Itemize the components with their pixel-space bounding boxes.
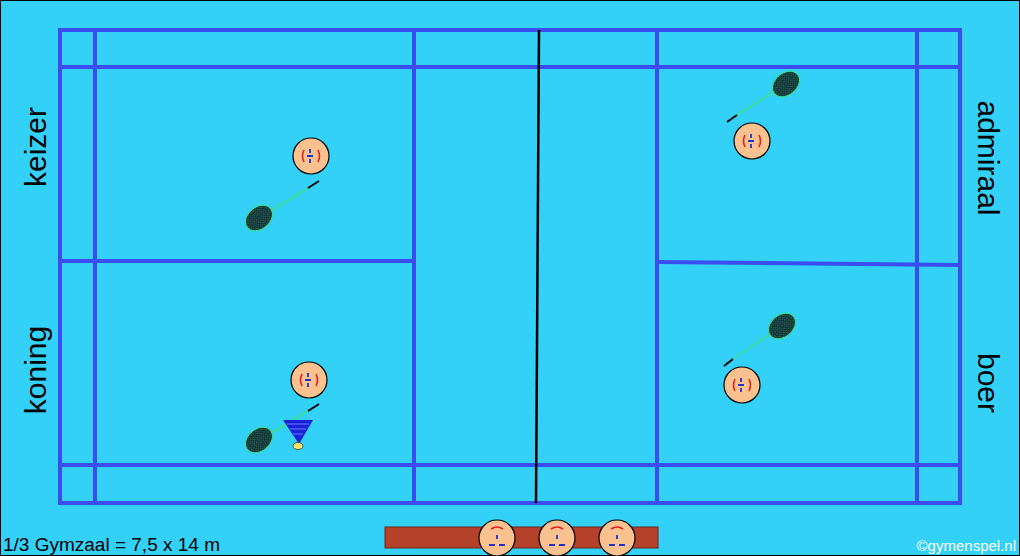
court-lines [60,30,960,503]
net [536,30,539,503]
watermark: ©gymenspel.nl [917,538,1016,553]
player-name: koning [21,326,51,414]
player-name: admiraal [973,100,1003,215]
player [240,362,327,458]
player [727,66,805,159]
player [240,138,329,236]
player-name: keizer [21,107,51,187]
dimension-note: 1/3 Gymzaal = 7,5 x 14 m [3,535,220,554]
waiting-player [539,520,575,556]
waiting-player [599,520,635,556]
player-name: boer [973,353,1003,413]
shuttlecock [283,420,313,450]
waiting-player [479,520,515,556]
player [724,308,801,403]
